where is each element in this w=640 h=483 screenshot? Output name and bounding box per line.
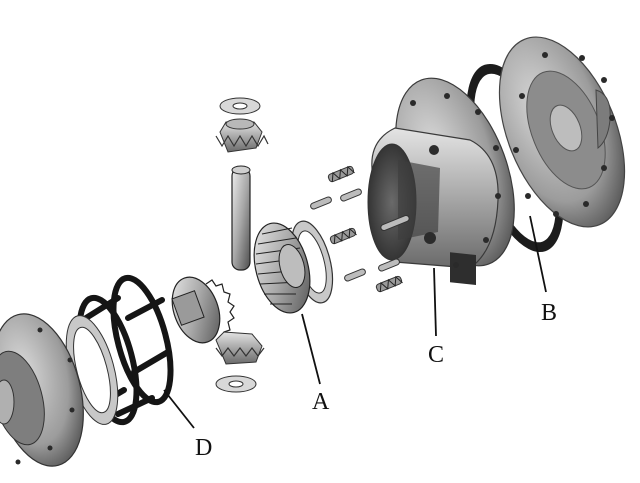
- bottom-pinion-gear: [215, 331, 265, 393]
- side-gear-a: [253, 222, 311, 314]
- pin: [310, 196, 332, 210]
- end-flange-b: [466, 36, 626, 253]
- differential-case-c: [367, 77, 515, 286]
- pin: [378, 258, 400, 272]
- pin: [344, 268, 366, 282]
- pin: [340, 188, 362, 202]
- pin: [380, 215, 410, 231]
- leader-lines: [163, 215, 547, 429]
- spring-cage-d: [65, 274, 174, 426]
- spring: [327, 165, 355, 183]
- top-pinion-gear: [215, 97, 269, 153]
- cross-shaft: [231, 165, 251, 271]
- leader-a: [301, 313, 321, 385]
- leader-b: [529, 215, 547, 293]
- callout-label-b: B: [541, 300, 557, 326]
- spring: [375, 275, 403, 293]
- spring: [329, 227, 357, 245]
- callout-label-d: D: [195, 435, 212, 461]
- springs-and-pins: [310, 165, 410, 293]
- leader-c: [433, 267, 437, 337]
- callout-label-c: C: [428, 342, 444, 368]
- callout-label-a: A: [312, 389, 330, 415]
- left-end-flange: [0, 313, 84, 467]
- leader-d: [163, 389, 195, 429]
- left-side-gear: [171, 276, 235, 344]
